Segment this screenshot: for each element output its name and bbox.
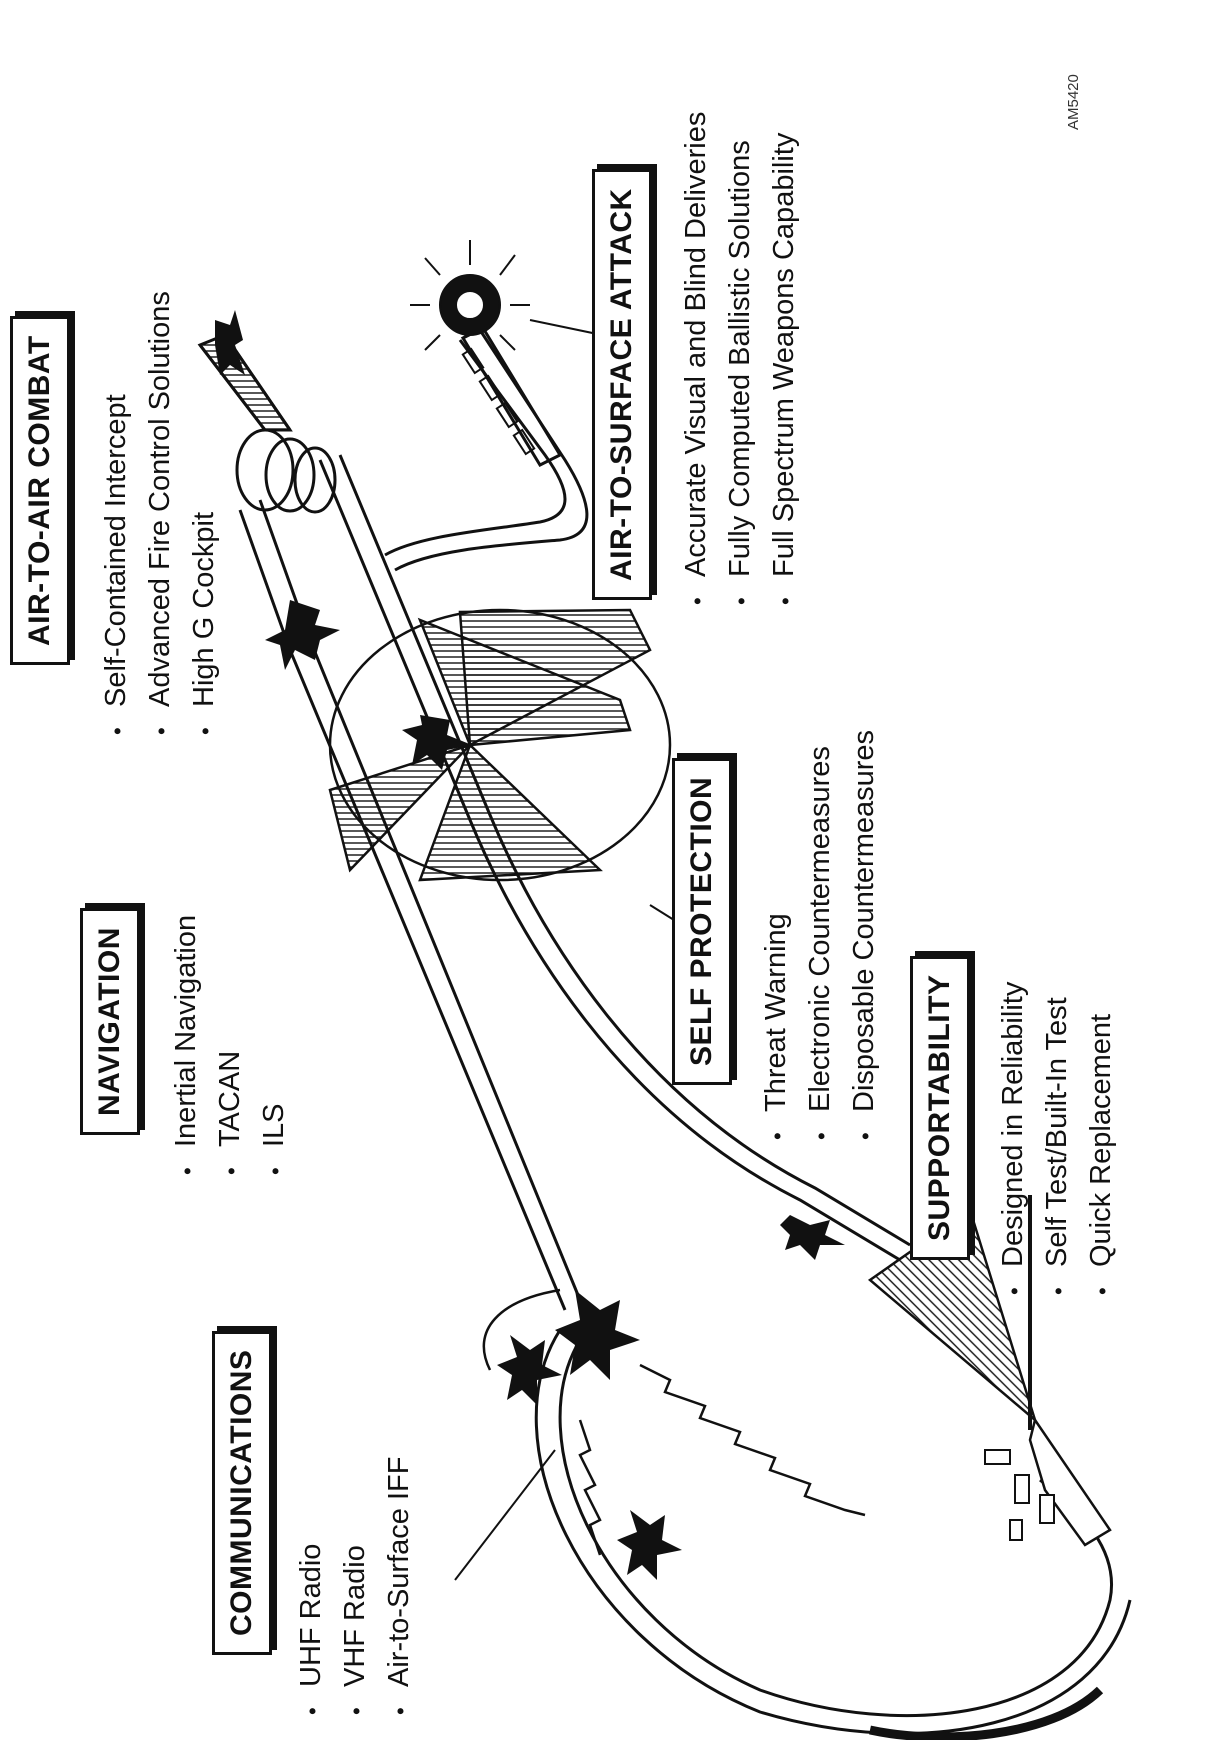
supportability-title-text: SUPPORTABILITY bbox=[923, 975, 956, 1241]
air-to-air-item: Self-Contained Intercept bbox=[95, 291, 139, 735]
navigation-item: ILS bbox=[253, 915, 297, 1175]
flight-path bbox=[536, 1330, 1130, 1737]
self-protection-item: Disposable Countermeasures bbox=[843, 730, 887, 1140]
supportability-title: SUPPORTABILITY bbox=[910, 956, 970, 1260]
self-protection-title-text: SELF PROTECTION bbox=[685, 777, 718, 1066]
air-to-surface-item: Full Spectrum Weapons Capability bbox=[763, 112, 807, 605]
threat-sphere bbox=[330, 610, 670, 880]
iff-leader-line bbox=[455, 1450, 555, 1580]
air-to-surface-title-text: AIR-TO-SURFACE ATTACK bbox=[605, 188, 638, 581]
self-protection-title: SELF PROTECTION bbox=[672, 758, 732, 1085]
air-to-air-title: AIR-TO-AIR COMBAT bbox=[10, 316, 70, 665]
communications-title-text: COMMUNICATIONS bbox=[225, 1350, 258, 1636]
air-to-surface-item: Fully Computed Ballistic Solutions bbox=[719, 112, 763, 605]
navigation-list: Inertial Navigation TACAN ILS bbox=[165, 915, 297, 1175]
explosion bbox=[410, 240, 530, 350]
air-to-air-list: Self-Contained Intercept Advanced Fire C… bbox=[95, 291, 227, 735]
air-to-air-item: High G Cockpit bbox=[183, 291, 227, 735]
supportability-item: Designed in Reliability bbox=[992, 982, 1036, 1295]
navigation-item: TACAN bbox=[209, 915, 253, 1175]
communications-list: UHF Radio VHF Radio Air-to-Surface IFF bbox=[290, 1457, 422, 1715]
air-to-air-title-text: AIR-TO-AIR COMBAT bbox=[23, 335, 56, 646]
self-protection-item: Threat Warning bbox=[755, 730, 799, 1140]
navigation-title: NAVIGATION bbox=[80, 908, 140, 1135]
drawing-tag: AM5420 bbox=[1065, 74, 1082, 130]
supportability-item: Quick Replacement bbox=[1080, 982, 1124, 1295]
air-to-surface-title: AIR-TO-SURFACE ATTACK bbox=[592, 169, 652, 600]
self-protection-item: Electronic Countermeasures bbox=[799, 730, 843, 1140]
supportability-list: Designed in Reliability Self Test/Built-… bbox=[992, 982, 1124, 1295]
navigation-title-text: NAVIGATION bbox=[93, 927, 126, 1116]
attack-ribbon bbox=[385, 328, 587, 570]
datalink-zigzags bbox=[484, 1290, 865, 1555]
communications-item: VHF Radio bbox=[334, 1457, 378, 1715]
communications-item: Air-to-Surface IFF bbox=[378, 1457, 422, 1715]
navigation-item: Inertial Navigation bbox=[165, 915, 209, 1175]
communications-title: COMMUNICATIONS bbox=[212, 1331, 272, 1655]
air-to-air-item: Advanced Fire Control Solutions bbox=[139, 291, 183, 735]
self-protection-list: Threat Warning Electronic Countermeasure… bbox=[755, 730, 887, 1140]
communications-item: UHF Radio bbox=[290, 1457, 334, 1715]
supportability-item: Self Test/Built-In Test bbox=[1036, 982, 1080, 1295]
air-to-surface-list: Accurate Visual and Blind Deliveries Ful… bbox=[675, 112, 807, 605]
air-to-surface-item: Accurate Visual and Blind Deliveries bbox=[675, 112, 719, 605]
